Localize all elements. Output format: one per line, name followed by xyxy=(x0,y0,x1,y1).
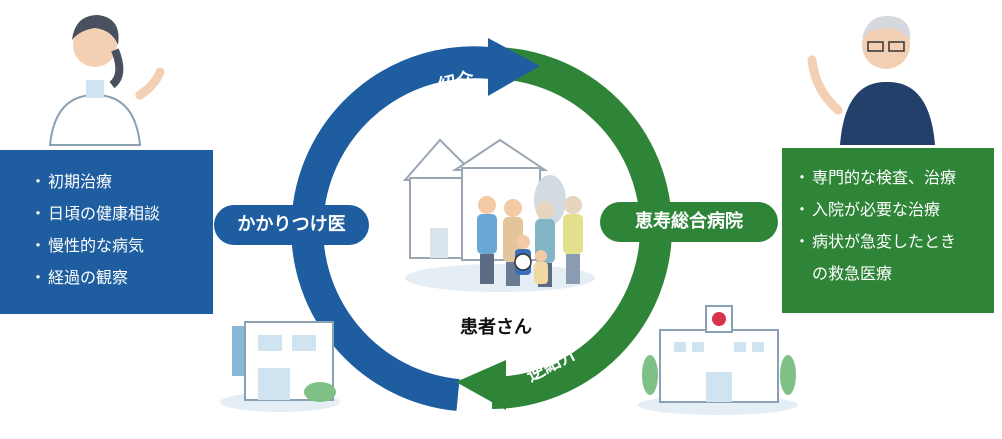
list-item: ・専門的な検査、治療 xyxy=(794,168,957,187)
list-item: ・慢性的な病気 xyxy=(30,236,145,255)
hospital-node-label: 恵寿総合病院 xyxy=(600,202,778,242)
list-item: ・病状が急変したとき xyxy=(794,232,957,251)
list-item: の救急医療 xyxy=(812,264,893,283)
hospital-role-list: ・専門的な検査、治療 ・入院が必要な治療 ・病状が急変したとき の救急医療 xyxy=(782,148,994,313)
referral-arrowhead xyxy=(488,38,540,96)
patient-label: 患者さん xyxy=(460,317,532,338)
clinic-building-illustration xyxy=(220,321,340,412)
reverse-referral-arrowhead xyxy=(456,360,506,410)
clinic-node-label: かかりつけ医 xyxy=(214,205,369,245)
hospital-building-illustration xyxy=(638,305,798,415)
list-item: ・日頃の健康相談 xyxy=(30,204,161,223)
list-item: ・経過の観察 xyxy=(30,268,129,287)
clinic-doctor-illustration xyxy=(48,15,165,146)
family-illustration xyxy=(402,138,595,292)
list-item: ・初期治療 xyxy=(30,172,113,191)
clinic-role-list: ・初期治療 ・日頃の健康相談 ・慢性的な病気 ・経過の観察 xyxy=(0,150,213,314)
list-item: ・入院が必要な治療 xyxy=(794,200,941,219)
hospital-doctor-illustration xyxy=(807,15,935,145)
